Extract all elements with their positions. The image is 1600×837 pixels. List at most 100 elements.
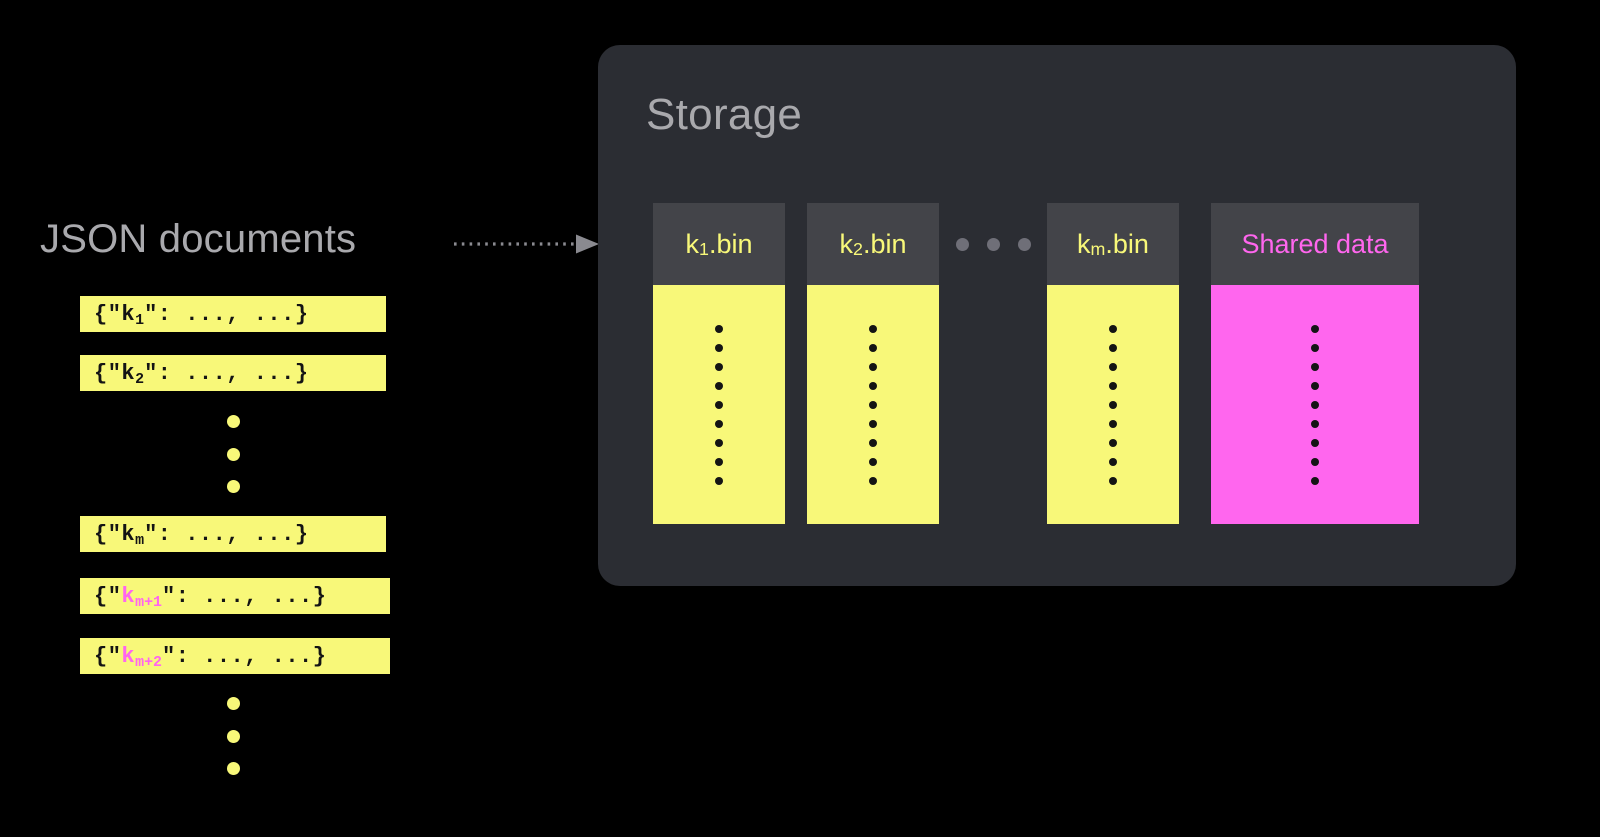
content-dot [1109,400,1117,409]
content-dot [1311,381,1319,390]
content-dot [1109,324,1117,333]
column-label-prefix: k [1077,228,1091,259]
column-label-subscript: 2 [853,238,863,259]
doc-key-subscript: 2 [135,371,145,388]
ellipsis-dot [226,447,240,461]
content-dot [715,362,723,371]
storage-column-header-shared-data: Shared data [1211,203,1419,285]
content-dot [715,476,723,485]
doc-key-subscript: m+1 [135,594,163,611]
doc-suffix: ": ..., ...} [144,521,309,547]
storage-column-body-shared-data [1211,285,1419,524]
doc-key-subscript: 1 [135,312,145,329]
content-dot [869,400,877,409]
json-document-row: {"km": ..., ...} [80,516,386,552]
content-dot [869,362,877,371]
storage-column-body-km-bin [1047,285,1179,524]
doc-key-subscript: m+2 [135,654,163,671]
ellipsis-dot [226,729,240,743]
content-dot [1311,457,1319,466]
content-dot [715,419,723,428]
storage-title: Storage [646,90,803,139]
content-dot [1109,419,1117,428]
doc-prefix: {" [94,583,122,609]
doc-key: k2 [121,360,145,388]
ellipsis-dot [226,415,240,428]
doc-prefix: {" [94,301,122,327]
content-dot [1311,400,1319,409]
content-dot [1311,362,1319,371]
storage-columns-ellipsis [939,203,1047,285]
content-dot [869,419,877,428]
column-label-suffix: .bin [1105,228,1149,259]
doc-prefix: {" [94,521,122,547]
doc-suffix: ": ..., ...} [162,583,327,609]
content-dot [1311,476,1319,485]
json-documents-ellipsis-upper [80,415,386,493]
json-documents-section: JSON documents {"k1": ..., ...} {"k2": .… [0,0,600,837]
content-dot [715,324,723,333]
content-dot [869,381,877,390]
content-dot [715,381,723,390]
content-dot [1109,457,1117,466]
doc-prefix: {" [94,643,122,669]
ellipsis-dot [1017,237,1031,251]
content-dot [869,343,877,352]
json-document-row: {"k2": ..., ...} [80,355,386,391]
column-label-suffix: .bin [862,228,907,259]
content-dot [1109,438,1117,447]
ellipsis-dot [226,480,240,493]
doc-suffix: ": ..., ...} [162,643,327,669]
column-label-suffix: .bin [708,228,753,259]
column-label-prefix: k [685,228,700,259]
dotted-arrow-right-icon [454,234,599,254]
column-label-prefix: k [839,228,854,259]
content-dot [1311,438,1319,447]
content-dot [715,457,723,466]
content-dot [1109,381,1117,390]
content-dot [1311,343,1319,352]
ellipsis-dot [986,237,1000,251]
storage-column-body-k2-bin [807,285,939,524]
content-dot [1109,476,1117,485]
content-dot [1109,362,1117,371]
content-dot [715,438,723,447]
doc-key: km [121,521,145,549]
content-dot [715,400,723,409]
storage-column-body-k1-bin [653,285,785,524]
json-documents-label: JSON documents [40,217,357,261]
json-document-row-accent: {"km+2": ..., ...} [80,638,390,674]
content-dot [869,476,877,485]
doc-suffix: ": ..., ...} [144,301,309,327]
content-dot [869,457,877,466]
doc-key: km+1 [121,583,163,611]
column-label-subscript: 1 [699,238,709,259]
storage-column-shared-data[interactable]: Shared data [1211,203,1419,524]
column-label-subscript: m [1090,238,1106,259]
column-label-prefix: Shared data [1241,228,1389,259]
json-document-row-accent: {"km+1": ..., ...} [80,578,390,614]
doc-key-subscript: m [135,532,145,549]
content-dot [1311,419,1319,428]
ellipsis-dot [955,237,969,251]
doc-suffix: ": ..., ...} [144,360,309,386]
content-dot [869,324,877,333]
json-documents-ellipsis-lower [80,697,386,775]
content-dot [1109,343,1117,352]
doc-key: km+2 [121,643,163,671]
content-dot [715,343,723,352]
content-dot [869,438,877,447]
doc-key: k1 [121,301,145,329]
ellipsis-dot [226,697,240,710]
json-document-row: {"k1": ..., ...} [80,296,386,332]
ellipsis-dot [226,762,240,775]
doc-prefix: {" [94,360,122,386]
content-dot [1311,324,1319,333]
